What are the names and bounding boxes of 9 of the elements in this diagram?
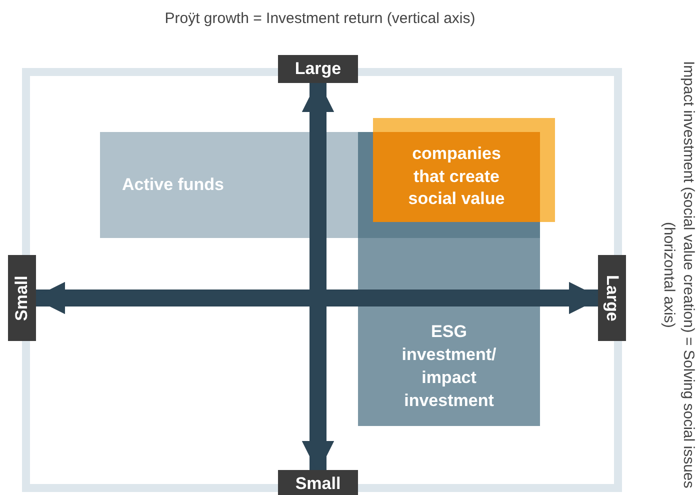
zone-box: companies that create social value: [373, 132, 540, 222]
axis-end-label: Small: [278, 470, 358, 495]
axis-title: Impact investment (social value creation) = Solving social issues (horizontal axis): [660, 60, 698, 490]
axis-end-label: Large: [278, 55, 358, 83]
axis-end-label: Small: [8, 255, 36, 341]
zone-box: Active funds: [100, 132, 300, 238]
axis-end-label: Large: [598, 255, 626, 341]
chart-title: Proÿt growth = Investment return (vertical axis): [164, 10, 476, 27]
zone-box: ESG investment/ impact investment: [358, 308, 540, 426]
